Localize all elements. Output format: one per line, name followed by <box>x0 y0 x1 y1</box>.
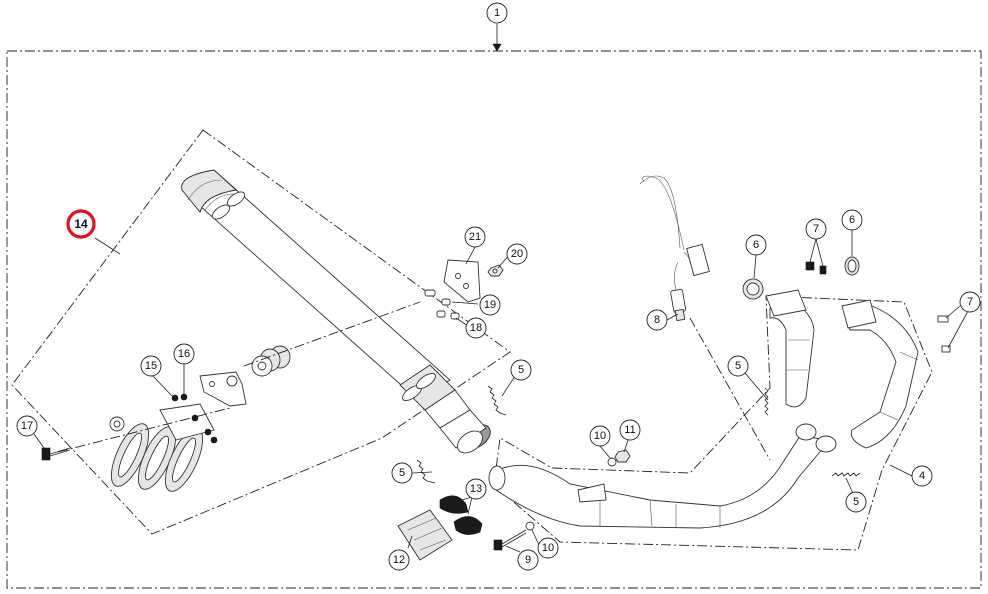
callout-5-right[interactable]: 5 <box>845 491 867 513</box>
callout-9[interactable]: 9 <box>517 549 539 571</box>
svg-text:16: 16 <box>178 348 190 360</box>
svg-text:14: 14 <box>74 217 88 231</box>
collector-bolt <box>493 449 631 551</box>
svg-text:20: 20 <box>511 248 523 260</box>
callout-6-right[interactable]: 6 <box>841 209 863 231</box>
callout-6-left[interactable]: 6 <box>745 234 767 256</box>
callout-5-muffler[interactable]: 5 <box>510 359 532 381</box>
header-bolts <box>805 261 951 353</box>
svg-text:9: 9 <box>525 554 531 566</box>
spring <box>416 385 861 484</box>
callout-5-header[interactable]: 5 <box>727 355 749 377</box>
muffler-bracket <box>443 259 481 303</box>
leader-lines <box>33 229 969 553</box>
svg-text:17: 17 <box>21 420 33 432</box>
callout-13[interactable]: 13 <box>465 478 487 500</box>
callout-7-top[interactable]: 7 <box>805 218 827 240</box>
svg-text:21: 21 <box>469 231 481 243</box>
svg-text:8: 8 <box>654 314 660 326</box>
svg-text:5: 5 <box>518 364 524 376</box>
callout-15[interactable]: 15 <box>140 355 162 377</box>
svg-text:6: 6 <box>753 239 759 251</box>
callout-10-upper[interactable]: 10 <box>589 425 611 447</box>
nut <box>487 264 504 277</box>
clamp-rings <box>109 393 218 492</box>
header-pipe-right <box>841 299 919 449</box>
assembly-boundary <box>6 50 982 589</box>
muffler-body <box>181 169 491 454</box>
callout-10-lower[interactable]: 10 <box>537 537 559 559</box>
callout-1[interactable]: 1 <box>486 2 508 24</box>
svg-text:5: 5 <box>735 360 741 372</box>
svg-text:15: 15 <box>145 360 157 372</box>
callout-8[interactable]: 8 <box>646 309 668 331</box>
svg-text:1: 1 <box>494 7 500 19</box>
svg-text:4: 4 <box>919 470 925 482</box>
svg-text:5: 5 <box>399 467 405 479</box>
svg-text:13: 13 <box>470 483 482 495</box>
svg-text:11: 11 <box>624 424 635 436</box>
callout-14-highlighted[interactable]: 14 <box>66 209 96 239</box>
callout-4[interactable]: 4 <box>911 465 933 487</box>
svg-text:6: 6 <box>849 214 855 226</box>
muffler-group-boundary <box>11 129 511 535</box>
clamp-bolt <box>41 447 71 461</box>
callout-20[interactable]: 20 <box>506 243 528 265</box>
callout-17[interactable]: 17 <box>16 415 38 437</box>
callout-18[interactable]: 18 <box>465 317 487 339</box>
callout-16[interactable]: 16 <box>173 343 195 365</box>
gasket <box>742 256 860 300</box>
svg-text:7: 7 <box>813 223 819 235</box>
oxygen-sensor <box>639 175 710 322</box>
callout-11[interactable]: 11 <box>619 419 641 441</box>
svg-text:10: 10 <box>594 430 606 442</box>
hanger-bracket <box>199 371 247 407</box>
svg-text:18: 18 <box>470 322 482 334</box>
heat-shield <box>397 495 483 561</box>
header-pipe-left <box>765 289 815 408</box>
callout-21[interactable]: 21 <box>464 226 486 248</box>
svg-text:7: 7 <box>967 296 973 308</box>
svg-text:10: 10 <box>542 542 554 554</box>
collector-pipe <box>488 423 837 529</box>
callout-19[interactable]: 19 <box>479 294 501 316</box>
svg-text:12: 12 <box>393 554 405 566</box>
header-group-boundary <box>493 295 933 551</box>
callout-5-lower[interactable]: 5 <box>391 462 413 484</box>
callout-12[interactable]: 12 <box>388 549 410 571</box>
callout-7-right[interactable]: 7 <box>959 291 981 313</box>
bracket-bolts <box>424 289 460 320</box>
svg-text:19: 19 <box>484 299 496 311</box>
svg-text:5: 5 <box>853 496 859 508</box>
